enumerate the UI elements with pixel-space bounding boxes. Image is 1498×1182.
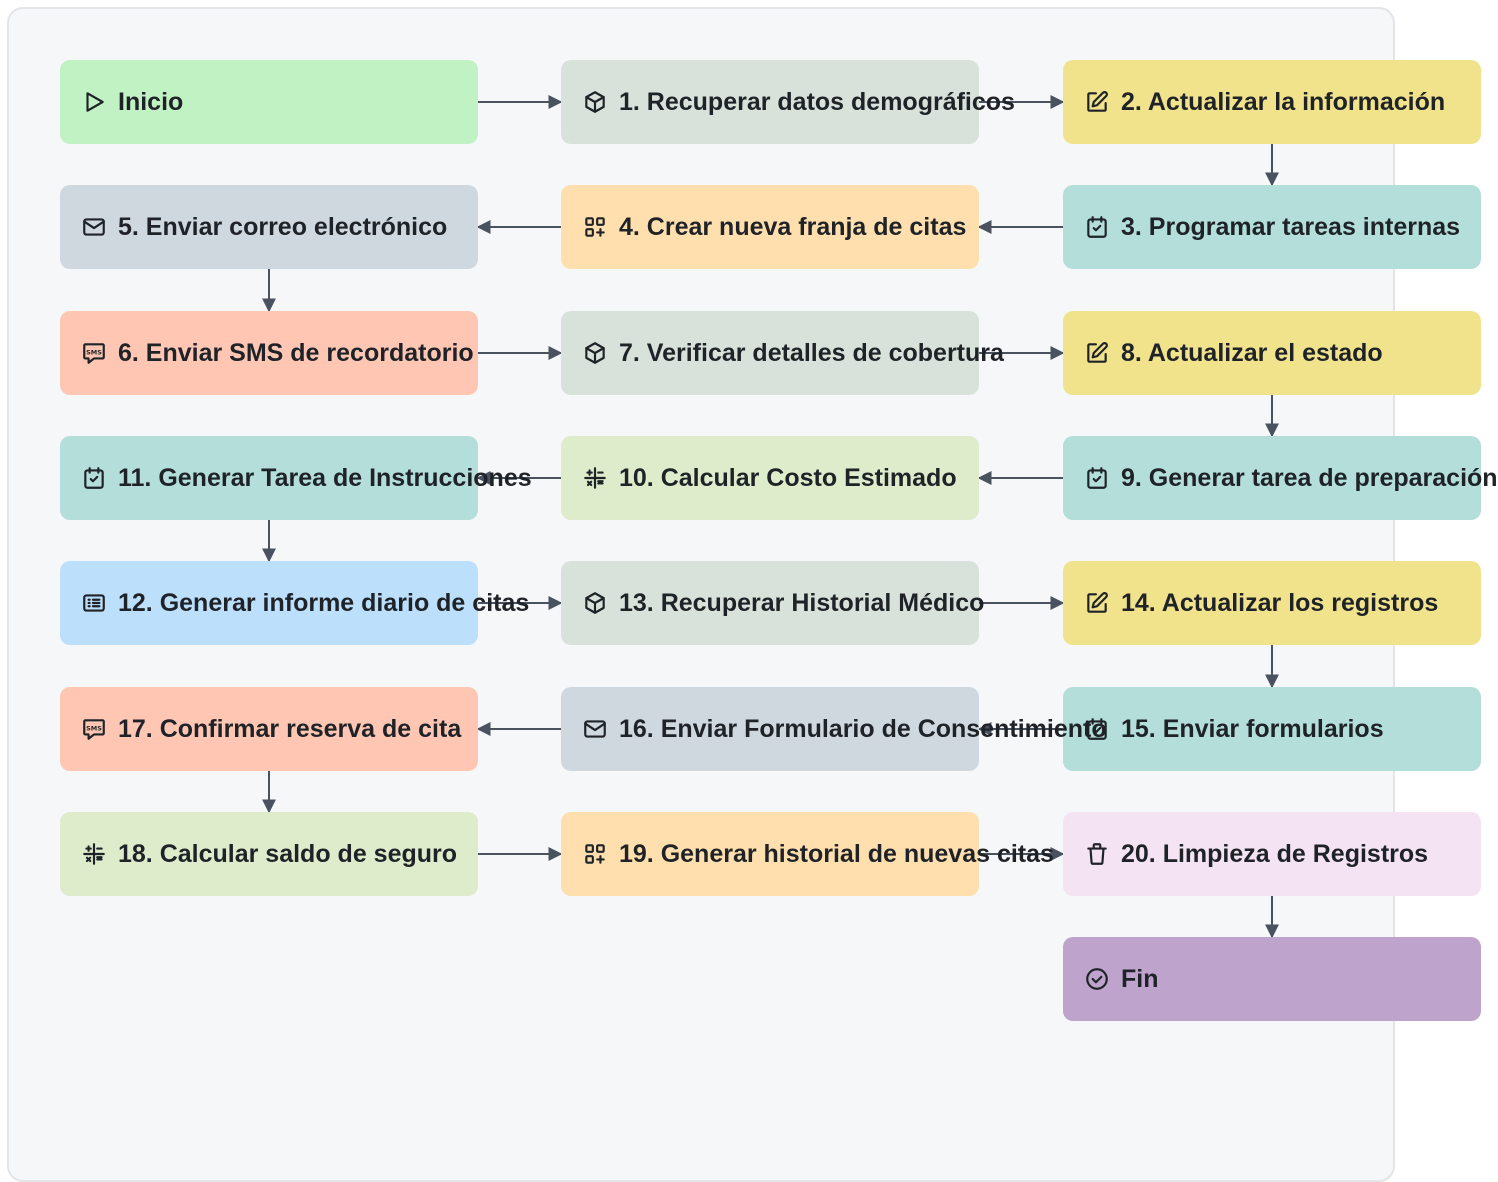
flow-node-label: 16. Enviar Formulario de Consentimiento <box>619 714 1107 743</box>
flow-node-label: 18. Calcular saldo de seguro <box>118 839 458 868</box>
flow-node-label: 5. Enviar correo electrónico <box>118 212 448 241</box>
edit-icon <box>1083 339 1111 367</box>
flow-node-label: 6. Enviar SMS de recordatorio <box>118 338 474 367</box>
flow-node-label: 15. Enviar formularios <box>1121 714 1384 743</box>
edit-icon <box>1083 88 1111 116</box>
flow-node-n1[interactable]: 1. Recuperar datos demográficos <box>561 60 1015 144</box>
check-circle-icon <box>1083 965 1111 993</box>
flow-node-label: 2. Actualizar la información <box>1121 87 1446 116</box>
flow-node-label: 11. Generar Tarea de Instrucciones <box>118 463 532 492</box>
flow-node-start[interactable]: Inicio <box>60 60 478 144</box>
flow-node-label: 9. Generar tarea de preparación <box>1121 463 1498 492</box>
flow-node-label: Fin <box>1121 964 1159 993</box>
flow-node-n12[interactable]: 12. Generar informe diario de citas <box>60 561 529 645</box>
edit-icon <box>1083 589 1111 617</box>
flow-node-n11[interactable]: 11. Generar Tarea de Instrucciones <box>60 436 532 520</box>
flow-node-n13[interactable]: 13. Recuperar Historial Médico <box>561 561 984 645</box>
play-icon <box>80 88 108 116</box>
list-icon <box>80 589 108 617</box>
flow-node-end[interactable]: Fin <box>1063 937 1481 1021</box>
calendar-check-icon <box>1083 715 1111 743</box>
trash-icon <box>1083 840 1111 868</box>
flow-node-n14[interactable]: 14. Actualizar los registros <box>1063 561 1481 645</box>
flow-node-label: 17. Confirmar reserva de cita <box>118 714 462 743</box>
flow-node-n10[interactable]: 10. Calcular Costo Estimado <box>561 436 979 520</box>
flow-node-n2[interactable]: 2. Actualizar la información <box>1063 60 1481 144</box>
cube-icon <box>581 589 609 617</box>
cube-icon <box>581 339 609 367</box>
svg-text:SMS: SMS <box>86 348 102 356</box>
calculator-icon <box>80 840 108 868</box>
flow-node-n5[interactable]: 5. Enviar correo electrónico <box>60 185 478 269</box>
sms-icon: SMS <box>80 715 108 743</box>
flow-node-label: 14. Actualizar los registros <box>1121 588 1439 617</box>
flow-node-n19[interactable]: 19. Generar historial de nuevas citas <box>561 812 1054 896</box>
flow-node-label: 1. Recuperar datos demográficos <box>619 87 1015 116</box>
svg-text:SMS: SMS <box>86 724 102 732</box>
flow-node-label: 20. Limpieza de Registros <box>1121 839 1429 868</box>
cube-icon <box>581 88 609 116</box>
mail-icon <box>80 213 108 241</box>
flow-node-label: 13. Recuperar Historial Médico <box>619 588 985 617</box>
flow-node-label: 4. Crear nueva franja de citas <box>619 212 967 241</box>
grid-plus-icon <box>581 213 609 241</box>
calculator-icon <box>581 464 609 492</box>
flow-node-label: 19. Generar historial de nuevas citas <box>619 839 1054 868</box>
flow-node-n6[interactable]: SMS 6. Enviar SMS de recordatorio <box>60 311 478 395</box>
flow-node-n3[interactable]: 3. Programar tareas internas <box>1063 185 1481 269</box>
diagram-viewport: Inicio 1. Recuperar datos demográficos 2. … <box>60 60 1498 1021</box>
flow-node-n4[interactable]: 4. Crear nueva franja de citas <box>561 185 979 269</box>
mail-icon <box>581 715 609 743</box>
calendar-check-icon <box>80 464 108 492</box>
calendar-check-icon <box>1083 213 1111 241</box>
flow-node-n17[interactable]: SMS 17. Confirmar reserva de cita <box>60 687 478 771</box>
grid-plus-icon <box>581 840 609 868</box>
flow-node-n8[interactable]: 8. Actualizar el estado <box>1063 311 1481 395</box>
flow-node-n20[interactable]: 20. Limpieza de Registros <box>1063 812 1481 896</box>
flow-node-label: 3. Programar tareas internas <box>1121 212 1461 241</box>
flow-node-label: 12. Generar informe diario de citas <box>118 588 530 617</box>
flow-node-label: 7. Verificar detalles de cobertura <box>619 338 1004 367</box>
calendar-check-icon <box>1083 464 1111 492</box>
flow-node-n7[interactable]: 7. Verificar detalles de cobertura <box>561 311 1004 395</box>
flow-node-label: 8. Actualizar el estado <box>1121 338 1383 367</box>
flow-node-n16[interactable]: 16. Enviar Formulario de Consentimiento <box>561 687 1107 771</box>
sms-icon: SMS <box>80 339 108 367</box>
flow-node-label: Inicio <box>118 87 184 116</box>
flow-node-n15[interactable]: 15. Enviar formularios <box>1063 687 1481 771</box>
flow-node-n9[interactable]: 9. Generar tarea de preparación <box>1063 436 1498 520</box>
flow-node-label: 10. Calcular Costo Estimado <box>619 463 957 492</box>
flow-node-n18[interactable]: 18. Calcular saldo de seguro <box>60 812 478 896</box>
